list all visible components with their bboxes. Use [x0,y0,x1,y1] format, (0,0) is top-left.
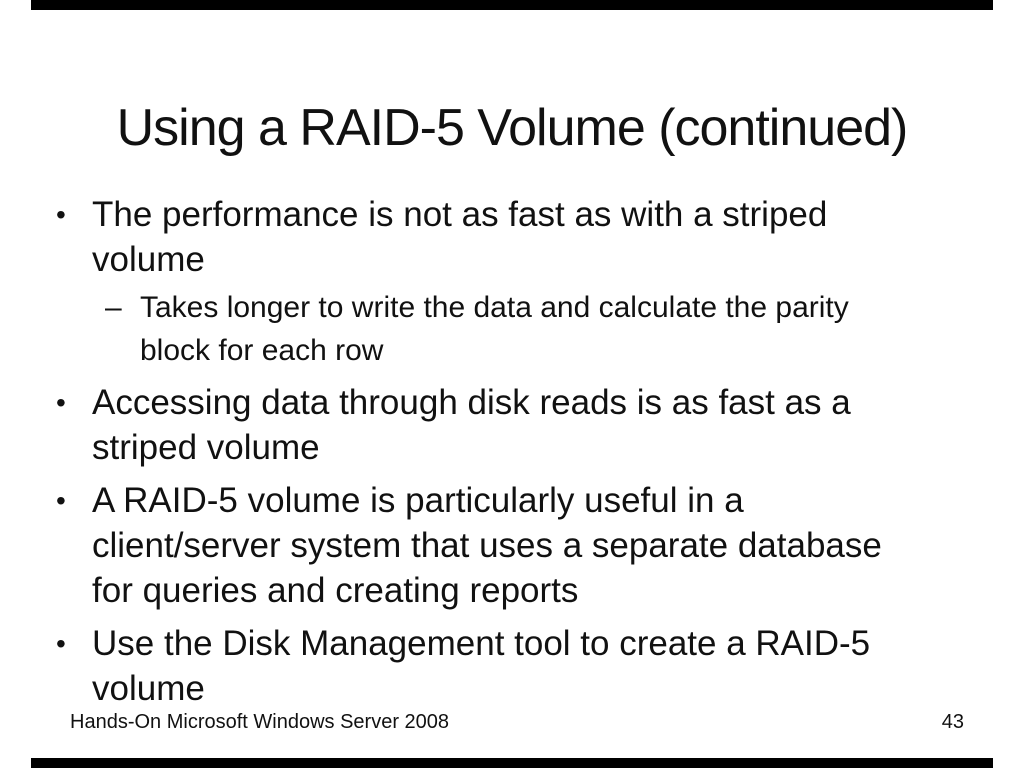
footer-page-number: 43 [941,711,964,733]
slide-top-border [31,0,993,10]
bullet-item-client-server: • A RAID-5 volume is particularly useful… [56,478,984,613]
slide-bottom-border [31,758,993,768]
slide-body: • The performance is not as fast as with… [56,192,984,711]
bullet-text: Use the Disk Management tool to create a… [92,624,871,708]
bullet-marker: • [56,199,66,230]
bullet-item-disk-reads: • Accessing data through disk reads is a… [56,380,984,470]
bullet-text: The performance is not as fast as with a… [92,195,828,279]
sub-bullet-item-parity: – Takes longer to write the data and cal… [105,286,984,372]
bullet-marker: • [56,485,66,516]
bullet-marker: • [56,387,66,418]
bullet-text: A RAID-5 volume is particularly useful i… [92,481,882,610]
bullet-marker: • [56,628,66,659]
sub-bullet-text: Takes longer to write the data and calcu… [140,291,849,367]
dash-marker: – [105,291,122,324]
bullet-item-disk-management: • Use the Disk Management tool to create… [56,621,984,711]
footer-course-title: Hands-On Microsoft Windows Server 2008 [70,711,450,733]
slide-title: Using a RAID-5 Volume (continued) [116,98,909,157]
slide-footer: Hands-On Microsoft Windows Server 2008 4… [70,709,964,735]
bullet-text: Accessing data through disk reads is as … [92,383,851,467]
bullet-item-performance: • The performance is not as fast as with… [56,192,984,282]
